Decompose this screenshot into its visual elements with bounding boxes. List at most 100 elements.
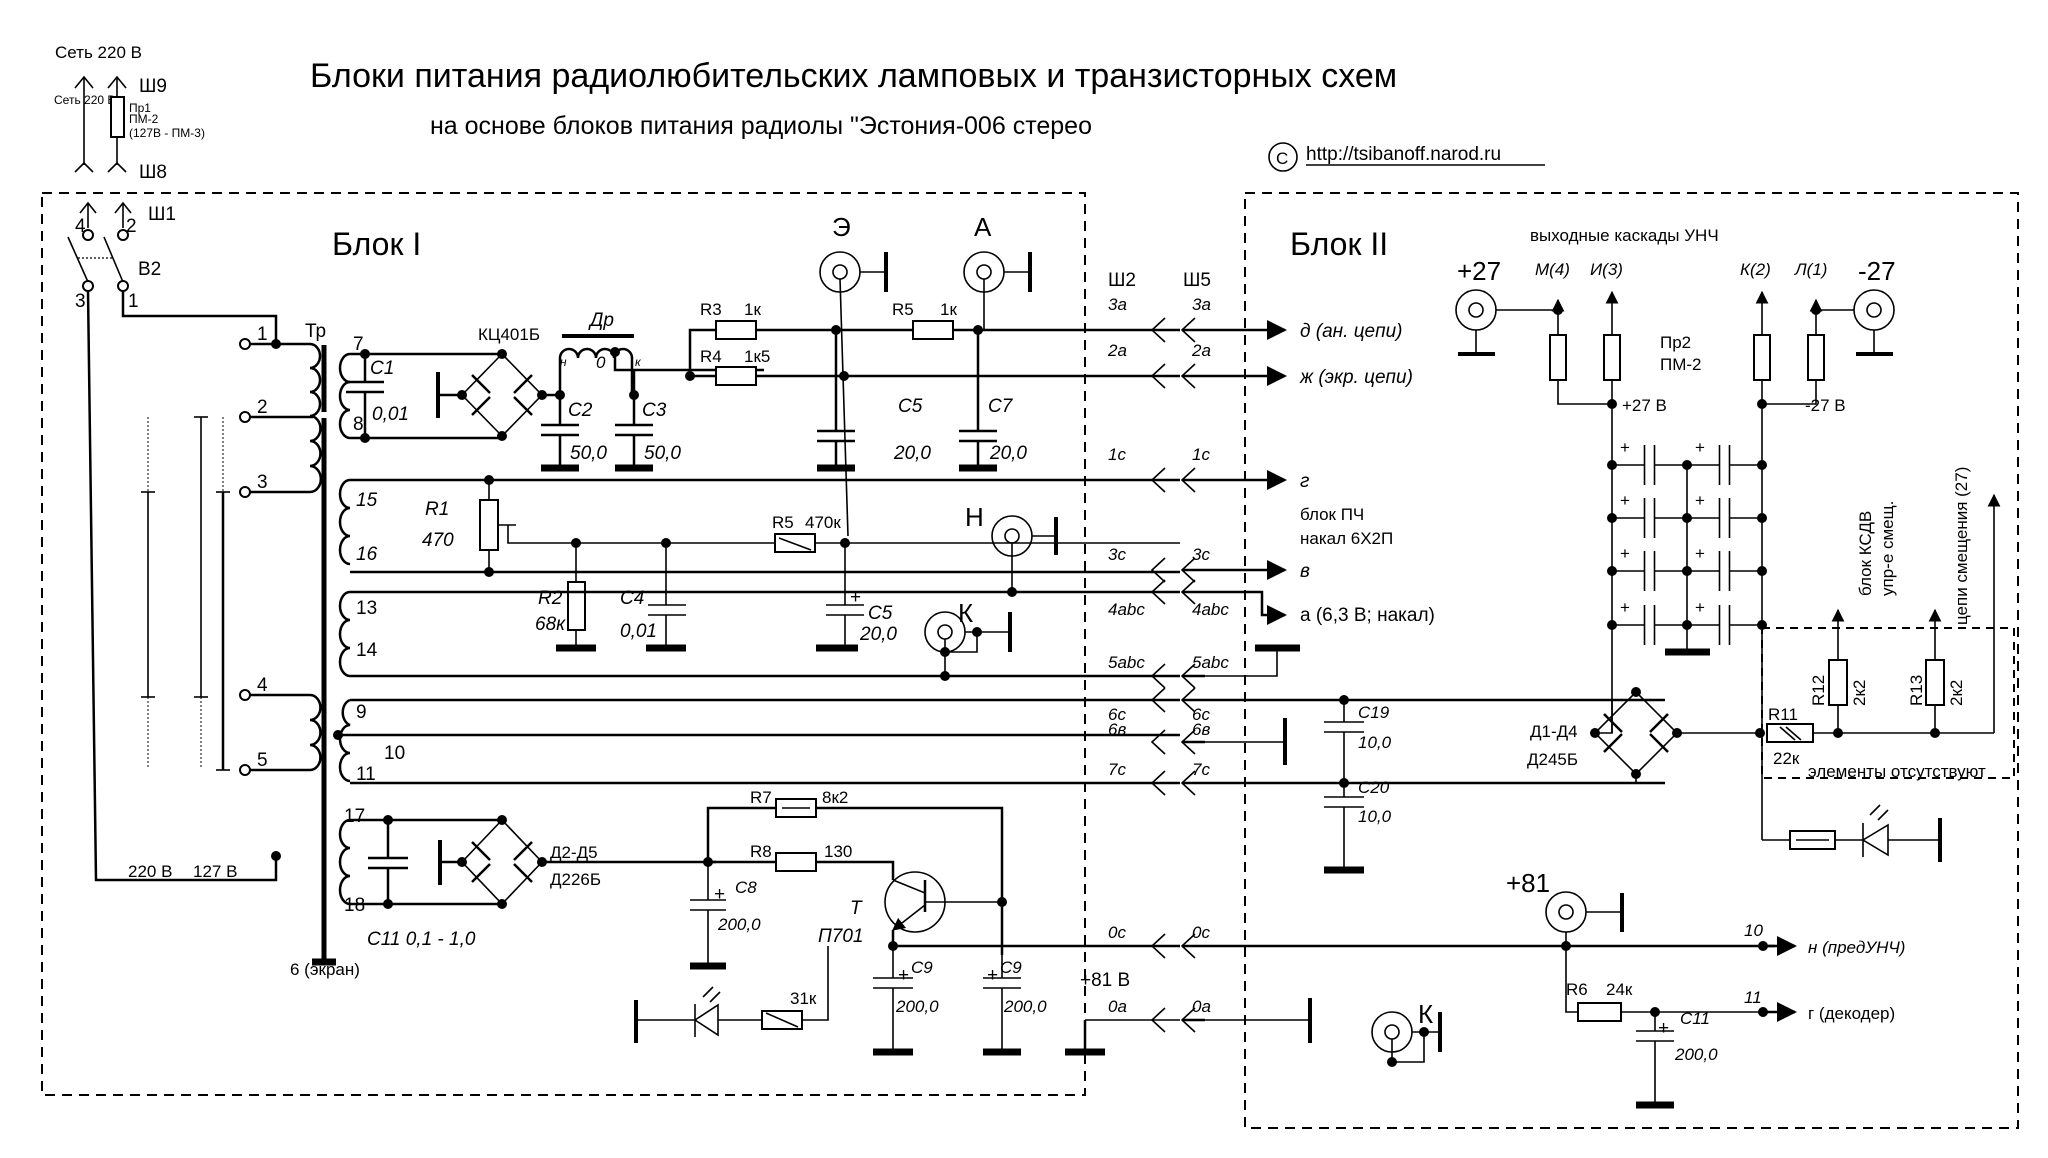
mains-label: Сеть 220 В	[55, 43, 142, 62]
copyright-icon: C	[1268, 142, 1298, 172]
transistor-type: П701	[818, 926, 863, 947]
c3-name: C3	[642, 400, 667, 421]
bank-node	[1607, 620, 1617, 630]
c11a-label: C11 0,1 - 1,0	[367, 929, 476, 950]
site-link[interactable]: http://tsibanoff.narod.ru	[1306, 144, 1501, 165]
tap-3: 3	[257, 472, 268, 493]
c5b-value: 20,0	[859, 624, 897, 645]
winding-17: 17	[344, 806, 365, 827]
if-block-label: блок ПЧ	[1300, 505, 1364, 524]
r5a-value: 1к	[940, 300, 957, 319]
sh5-pin-label: 6в	[1192, 720, 1210, 739]
c1-value: 0,01	[372, 404, 409, 425]
c19-name: C19	[1358, 703, 1390, 722]
l1-label: Л(1)	[1794, 260, 1827, 279]
r8-name: R8	[750, 842, 772, 861]
out10-pin: 10	[1744, 921, 1763, 940]
r5a-name: R5	[892, 300, 914, 319]
out-arrow-a	[1205, 590, 1287, 625]
capacitor-bank: ++++++++	[1607, 438, 1767, 656]
jack-n-icon[interactable]	[991, 515, 1058, 597]
r13-value: 2к2	[1947, 680, 1966, 706]
dest-3c: в	[1300, 561, 1310, 582]
page-title: Блоки питания радиолюбительских ламповых…	[310, 57, 1397, 95]
connector-chevrons	[1150, 317, 1205, 1033]
winding-9: 9	[356, 702, 367, 723]
r12-name: R12	[1809, 675, 1828, 706]
transformer-label: Тр	[305, 321, 326, 342]
bridge1-icon	[436, 349, 547, 441]
fuse1-type: ПМ-2	[129, 112, 159, 126]
block1-title: Блок I	[332, 226, 421, 262]
transistor-name: T	[850, 898, 863, 919]
c7-capacitor	[959, 330, 997, 472]
r3-value: 1к	[744, 300, 761, 319]
sh2-pin-label: 1с	[1108, 445, 1126, 464]
c11b-capacitor	[1636, 1012, 1674, 1109]
c9a-plus: +	[898, 965, 909, 986]
c19-value: 10,0	[1358, 733, 1392, 752]
minus27-label: -27	[1858, 256, 1896, 286]
dest-1c: г	[1300, 471, 1309, 492]
jack-k1-icon[interactable]	[924, 611, 1012, 681]
winding-11: 11	[356, 764, 376, 785]
plus27v-label: +27 В	[1622, 396, 1667, 415]
tap-2: 2	[257, 397, 268, 418]
jack-e-icon[interactable]	[819, 251, 888, 537]
c5a-name: C5	[898, 396, 923, 417]
c2-name: C2	[568, 400, 593, 421]
sh2-pin-label: 0с	[1108, 923, 1126, 942]
fuse2-type: ПМ-2	[1660, 355, 1702, 374]
c7-name: C7	[988, 396, 1014, 417]
svg-text:C: C	[1276, 149, 1288, 168]
c5b-name: C5	[868, 603, 893, 624]
r31k-value: 31к	[790, 989, 817, 1008]
led2-icon	[1835, 804, 1942, 862]
sh2-pin-chevron	[1150, 363, 1166, 389]
sh5-pin-label: 1с	[1192, 445, 1210, 464]
sh2-pin-label: 6в	[1108, 720, 1126, 739]
jack-a-icon[interactable]	[963, 251, 1032, 330]
out11-pin: 11	[1744, 988, 1762, 1007]
r8-resistor	[775, 852, 817, 872]
jack-minus27-icon[interactable]	[1816, 289, 1895, 356]
bank-cap-plus: +	[1695, 598, 1705, 617]
page-subtitle: на основе блоков питания радиолы "Эстони…	[430, 112, 1092, 140]
jack-plus81-icon[interactable]	[1545, 891, 1624, 951]
bank-node	[1757, 513, 1767, 523]
c1-name: C1	[370, 358, 394, 379]
c5b-capacitor	[816, 543, 864, 652]
primary-taps	[239, 338, 313, 776]
c8-capacitor	[690, 862, 726, 970]
choke-n: н	[560, 355, 567, 369]
sh2-label: Ш2	[1108, 270, 1136, 291]
winding-13: 13	[356, 598, 377, 619]
sh5-pin-label: 5abc	[1192, 653, 1229, 672]
jack-e-label: Э	[832, 212, 851, 242]
bank-node	[1682, 620, 1692, 630]
mains-wire-a	[86, 290, 278, 882]
c5a-capacitor	[817, 330, 855, 472]
r6-name: R6	[1566, 980, 1588, 999]
plus81-label: +81	[1506, 868, 1550, 898]
c1-capacitor	[346, 354, 384, 438]
c11a-capacitor	[368, 820, 408, 904]
jack-plus27-icon[interactable]	[1455, 289, 1558, 356]
jack-k2-icon[interactable]	[1371, 1011, 1442, 1067]
sh1-connector-icon	[67, 201, 132, 292]
bank-cap-plus: +	[1620, 438, 1630, 457]
r11-value: 22к	[1773, 749, 1800, 768]
jack-n-label: Н	[965, 502, 984, 532]
fuse-array	[1549, 290, 1825, 840]
sh2-pin-chevron	[1150, 729, 1166, 755]
missing-elements-label: элементы отсутствуют	[1808, 762, 1986, 781]
bias-circuits-label: цепи смещения (27)	[1952, 467, 1971, 625]
bank-node	[1757, 566, 1767, 576]
c3-value: 50,0	[644, 443, 681, 464]
c8-plus: +	[714, 884, 725, 905]
r2-resistor	[556, 543, 596, 652]
r5b-name: R5	[772, 513, 794, 532]
bank-cap-plus: +	[1695, 438, 1705, 457]
transformer-icon	[309, 342, 351, 966]
